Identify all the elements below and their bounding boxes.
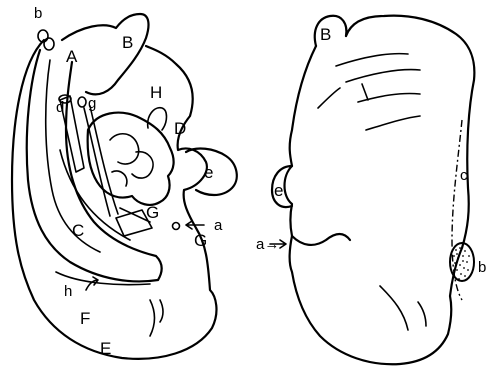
right-lip-a <box>292 234 350 245</box>
label-H: H <box>150 83 162 102</box>
left-body-outline <box>12 40 216 359</box>
label-A: A <box>66 47 78 66</box>
label-G-inner: G <box>146 203 159 222</box>
right-view: B e c a→ b <box>256 16 486 365</box>
structure-g-ring <box>78 97 86 107</box>
label-e-left: e <box>204 163 213 182</box>
lobe-E-stroke <box>150 300 155 336</box>
label-b-right: b <box>478 259 486 276</box>
label-a-right: a→ <box>256 236 279 253</box>
label-g: g <box>88 95 96 112</box>
right-dashed-line-c <box>452 120 462 300</box>
coil-lobe-1 <box>110 134 139 164</box>
lobe-E-stroke-2 <box>160 300 163 322</box>
structure-H-loop <box>148 108 167 130</box>
right-wrinkle-1 <box>336 54 408 66</box>
label-C: C <box>72 221 84 240</box>
right-lower-stroke-1 <box>380 286 408 330</box>
label-d: d <box>56 99 64 116</box>
label-a-left: a <box>214 217 223 234</box>
coil-lobe-3 <box>112 171 127 186</box>
right-lower-stroke-2 <box>418 302 426 326</box>
right-wrinkle-6 <box>318 88 340 108</box>
label-B-left: B <box>122 33 133 52</box>
coiled-region-outline <box>88 113 174 205</box>
right-wrinkle-2 <box>346 70 420 82</box>
label-b-left: b <box>34 5 42 22</box>
label-E: E <box>100 339 111 358</box>
point-a-marker <box>173 223 180 230</box>
label-G-outer: G <box>194 231 207 250</box>
structure-b-loop-2 <box>44 38 54 50</box>
right-wrinkle-4 <box>362 84 368 100</box>
label-D: D <box>174 119 186 138</box>
label-h: h <box>64 283 72 300</box>
label-e-right: e <box>274 181 283 200</box>
coil-lobe-2 <box>132 152 153 178</box>
right-body-outline <box>285 16 475 365</box>
label-F: F <box>80 309 90 328</box>
left-view: b A B d g H D e C G G a h F E <box>12 5 237 359</box>
label-c: c <box>460 167 468 184</box>
right-wrinkle-5 <box>366 116 420 130</box>
label-B-right: B <box>320 25 331 44</box>
